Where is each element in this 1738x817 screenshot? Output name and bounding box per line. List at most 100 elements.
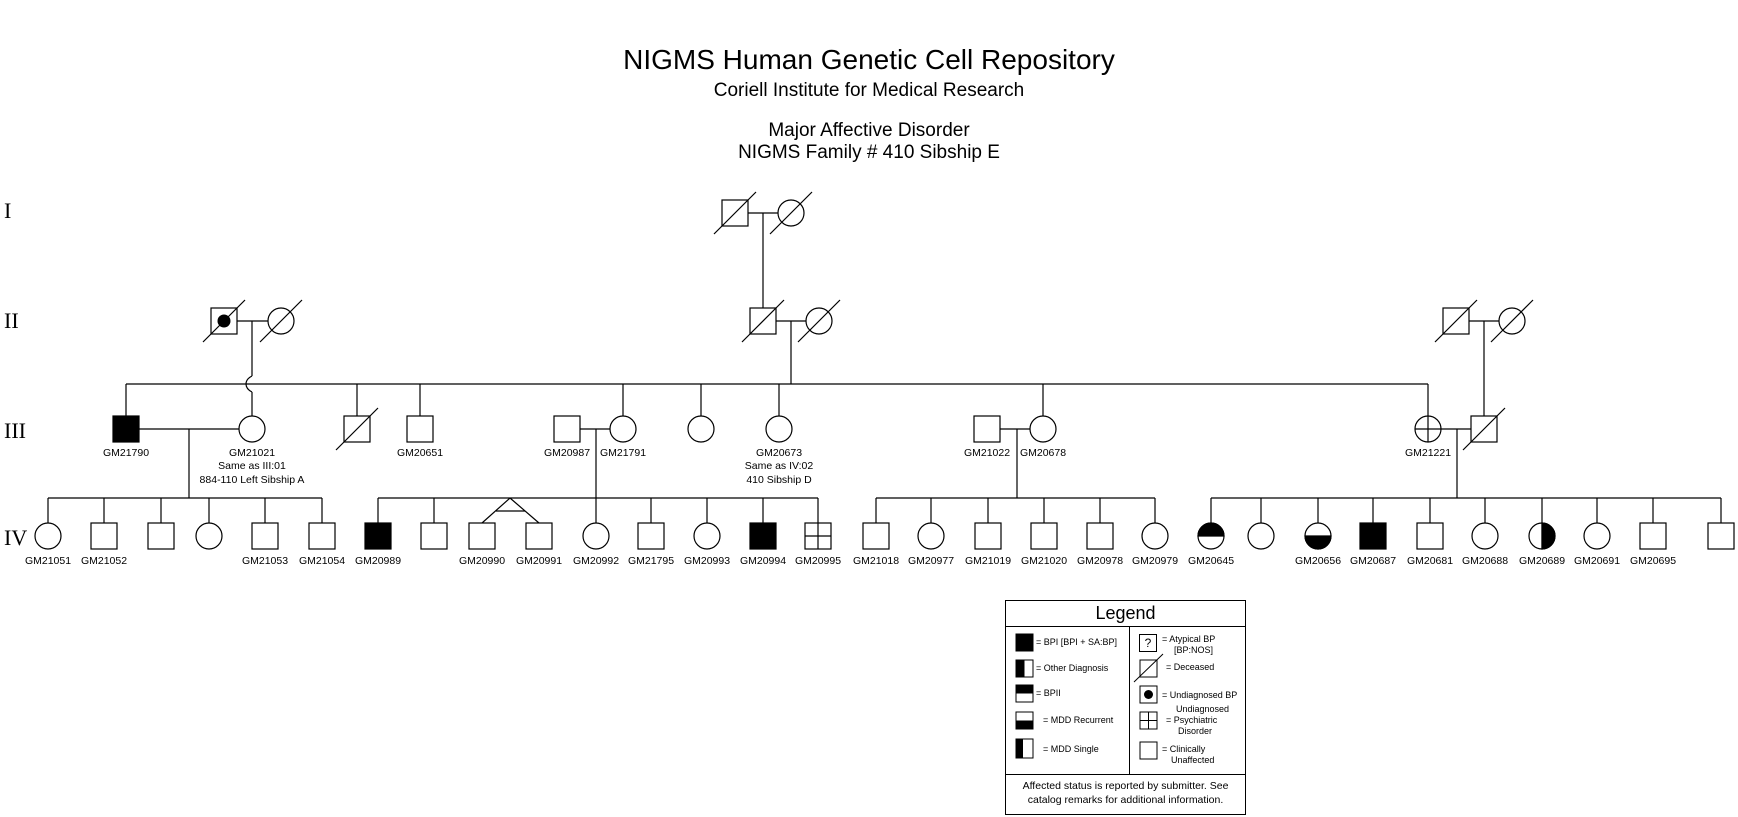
gen3-female [687, 415, 715, 443]
male-symbol [147, 522, 175, 550]
individual-label: GM20994 [740, 555, 786, 567]
individual-label: GM21795 [628, 555, 674, 567]
legend-undiag-psych-1: Undiagnosed [1176, 704, 1230, 714]
atypical-bp-symbol-icon: ? [1139, 634, 1157, 652]
female-symbol [1583, 522, 1611, 550]
legend-note-line-1: Affected status is reported by submitter… [1022, 780, 1229, 792]
deceased-slash [335, 407, 379, 451]
deceased-slash [1462, 407, 1506, 451]
individual-label: GM20678 [1020, 447, 1066, 459]
male-symbol [468, 522, 496, 550]
deceased-slash [259, 299, 303, 343]
male-symbol [90, 522, 118, 550]
legend-deceased: = Deceased [1166, 662, 1215, 672]
individual-note: 884-110 Left Sibship A [200, 474, 305, 486]
mdd-single-symbol-icon [1015, 738, 1034, 759]
bpii-symbol-icon [1015, 684, 1034, 703]
gen3-female [765, 415, 793, 443]
male-symbol [1086, 522, 1114, 550]
legend-undiag-psych-2: = Psychiatric [1166, 715, 1218, 725]
pedigree-line [1304, 535, 1332, 550]
individual-label: GM20987 [544, 447, 590, 459]
male-symbol [308, 522, 336, 550]
individual-label: GM21022 [964, 447, 1010, 459]
individual-label: GM21791 [600, 447, 646, 459]
other-diagnosis-symbol-icon [1015, 659, 1034, 678]
legend-bpii: = BPII [1036, 688, 1061, 698]
page-subtitle: Coriell Institute for Medical Research [713, 80, 1025, 101]
generation-label-i: I [4, 198, 12, 223]
individual-label: GM20989 [355, 555, 401, 567]
individual-label: GM20993 [684, 555, 730, 567]
male-symbol [862, 522, 890, 550]
individual-label: GM21221 [1405, 447, 1451, 459]
individual-label: GM20995 [795, 555, 841, 567]
individual-label: GM20687 [1350, 555, 1396, 567]
deceased-slash [1434, 299, 1478, 343]
individual-label: GM20978 [1077, 555, 1123, 567]
individual-label: GM20651 [397, 447, 443, 459]
individual-label: GM21020 [1021, 555, 1067, 567]
unaffected-symbol-icon [1139, 741, 1158, 760]
legend-mdd-recurrent: = MDD Recurrent [1043, 715, 1114, 725]
individual-label: GM20990 [459, 555, 505, 567]
individual-label: GM20673 [756, 447, 802, 459]
gen3-female [1029, 415, 1057, 443]
individual-label: GM20992 [573, 555, 619, 567]
family-title: NIGMS Family # 410 Sibship E [738, 142, 1000, 163]
individual-note: Same as III:01 [218, 460, 286, 472]
individual-note: 410 Sibship D [746, 474, 812, 486]
individual-label: GM21019 [965, 555, 1011, 567]
gen3-male-spouse [553, 415, 581, 443]
individual-label: GM20691 [1574, 555, 1620, 567]
gen3-female [609, 415, 637, 443]
individual-label: GM21790 [103, 447, 149, 459]
generation-label-iii: III [4, 418, 26, 443]
generation-label-iv: IV [4, 525, 28, 550]
legend-mdd-single: = MDD Single [1043, 744, 1099, 754]
undiagnosed-bp-symbol-icon [1139, 685, 1158, 704]
legend-body: = BPI [BPI + SA:BP] = Other Diagnosis = … [1006, 627, 1245, 775]
individual-label: GM21052 [81, 555, 127, 567]
female-symbol [195, 522, 223, 550]
legend: Legend = BPI [BPI + SA:BP] = Other Diagn… [1005, 600, 1246, 815]
individual-label: GM21051 [25, 555, 71, 567]
legend-unaffected-2: Unaffected [1171, 755, 1215, 765]
individual-label: GM20991 [516, 555, 562, 567]
individual-label: GM21021 [229, 447, 275, 459]
individual-label: GM20689 [1519, 555, 1565, 567]
deceased-slash [797, 299, 841, 343]
deceased-slash [769, 191, 813, 235]
male-symbol [1416, 522, 1444, 550]
male-symbol [1030, 522, 1058, 550]
individual-label: GM20681 [1407, 555, 1453, 567]
gen3-male-bpi [112, 415, 140, 443]
deceased-symbol-icon [1133, 653, 1164, 683]
legend-undiag-psych-3: Disorder [1178, 726, 1213, 736]
male-symbol [1707, 522, 1735, 550]
gen3-female [238, 415, 266, 443]
female-symbol [917, 522, 945, 550]
female-symbol [1471, 522, 1499, 550]
male-symbol [1639, 522, 1667, 550]
male-symbol [251, 522, 279, 550]
individual-label: GM20979 [1132, 555, 1178, 567]
pedigree-line [1541, 522, 1556, 550]
individual-label: GM20688 [1462, 555, 1508, 567]
legend-unaffected-1: = Clinically [1162, 744, 1206, 754]
individual-label: GM21054 [299, 555, 345, 567]
deceased-slash [741, 299, 785, 343]
legend-bpi: = BPI [BPI + SA:BP] [1036, 637, 1118, 647]
legend-other: = Other Diagnosis [1036, 663, 1109, 673]
undiagnosed-psychiatric-symbol-icon [1139, 711, 1158, 730]
mdd-recurrent-symbol-icon [1015, 711, 1034, 730]
male-symbol [420, 522, 448, 550]
male-symbol [364, 522, 392, 550]
legend-undiagnosed-bp: = Undiagnosed BP [1162, 690, 1238, 700]
pedigree-line [1197, 522, 1225, 537]
male-symbol [525, 522, 553, 550]
individual-label: GM20645 [1188, 555, 1234, 567]
female-symbol [34, 522, 62, 550]
deceased-slash [1490, 299, 1534, 343]
